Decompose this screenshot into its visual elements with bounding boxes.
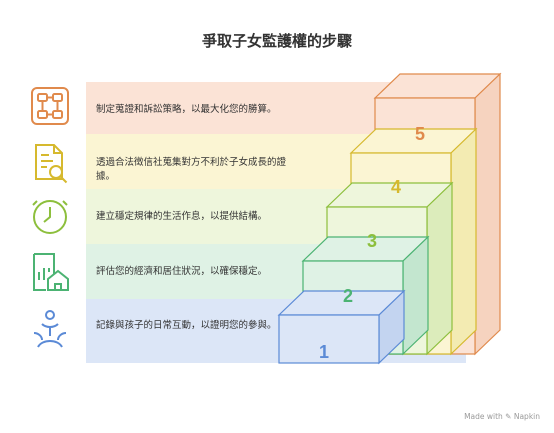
family-person-icon (33, 310, 67, 348)
clock-icon (32, 200, 68, 234)
step-4-number: 4 (391, 177, 401, 197)
step-4-text: 透過合法徵信社蒐集對方不利於子女成長的證據。 (96, 157, 287, 182)
step-2-number: 2 (343, 286, 353, 306)
step-5-number: 5 (415, 124, 425, 144)
step-3-number: 3 (367, 231, 377, 251)
step-1-block (277, 289, 406, 365)
step-1-text: 記錄與孩子的日常互動，以證明您的參與。 (96, 320, 277, 331)
house-chart-icon (33, 253, 69, 291)
step-5-text: 制定蒐證和訴訟策略，以最大化您的勝算。 (96, 104, 277, 115)
step-1-number: 1 (319, 342, 329, 362)
strategy-flowchart-icon (31, 87, 69, 125)
step-3-text: 建立穩定規律的生活作息，以提供結構。 (96, 211, 268, 222)
step-2-text: 評估您的經濟和居住狀況，以確保穩定。 (96, 266, 268, 277)
document-search-icon (35, 144, 68, 184)
napkin-footer[interactable]: Made with ✎ Napkin (464, 412, 540, 421)
diagram-title: 爭取子女監護權的步驟 (201, 32, 352, 50)
